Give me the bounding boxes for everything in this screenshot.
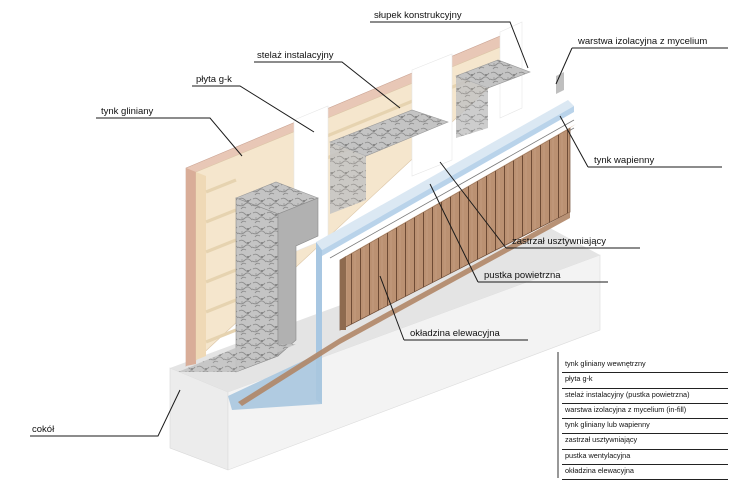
label-pustka-powietrzna: pustka powietrzna [484,270,561,281]
legend-item: okładzina elewacyjna [562,465,728,481]
facade-cladding [238,124,576,406]
label-stelaz-instalacyjny: stelaż instalacyjny [257,50,334,61]
mycelium-insulation [178,59,531,373]
legend-item: tynk gliniany wewnętrzny [562,358,728,374]
label-okladzina-elewacyjna: okładzina elewacyjna [410,328,500,339]
legend-item: pustka wentylacyjna [562,450,728,466]
label-slupek-konstrukcyjny: słupek konstrukcyjny [374,10,462,21]
insulation-edge-right [556,72,564,94]
label-plyta-gk: płyta g-k [196,74,232,85]
label-warstwa-izolacyjna: warstwa izolacyjna z mycelium [578,36,708,47]
legend-item: tynk gliniany lub wapienny [562,419,728,435]
legend-item: płyta g-k [562,373,728,389]
label-tynk-wapienny: tynk wapienny [594,155,655,166]
label-cokol: cokół [32,424,55,435]
layer-legend: tynk gliniany wewnętrzny płyta g-k stela… [562,358,728,481]
legend-item: stelaż instalacyjny (pustka powietrzna) [562,389,728,404]
legend-item: zastrzał usztywniający [562,434,728,450]
label-tynk-gliniany: tynk gliniany [101,106,154,117]
label-zastrzal-usztywniajacy: zastrzał usztywniający [512,236,606,247]
legend-item: warstwa izolacyjna z mycelium (in-fill) [562,404,728,420]
